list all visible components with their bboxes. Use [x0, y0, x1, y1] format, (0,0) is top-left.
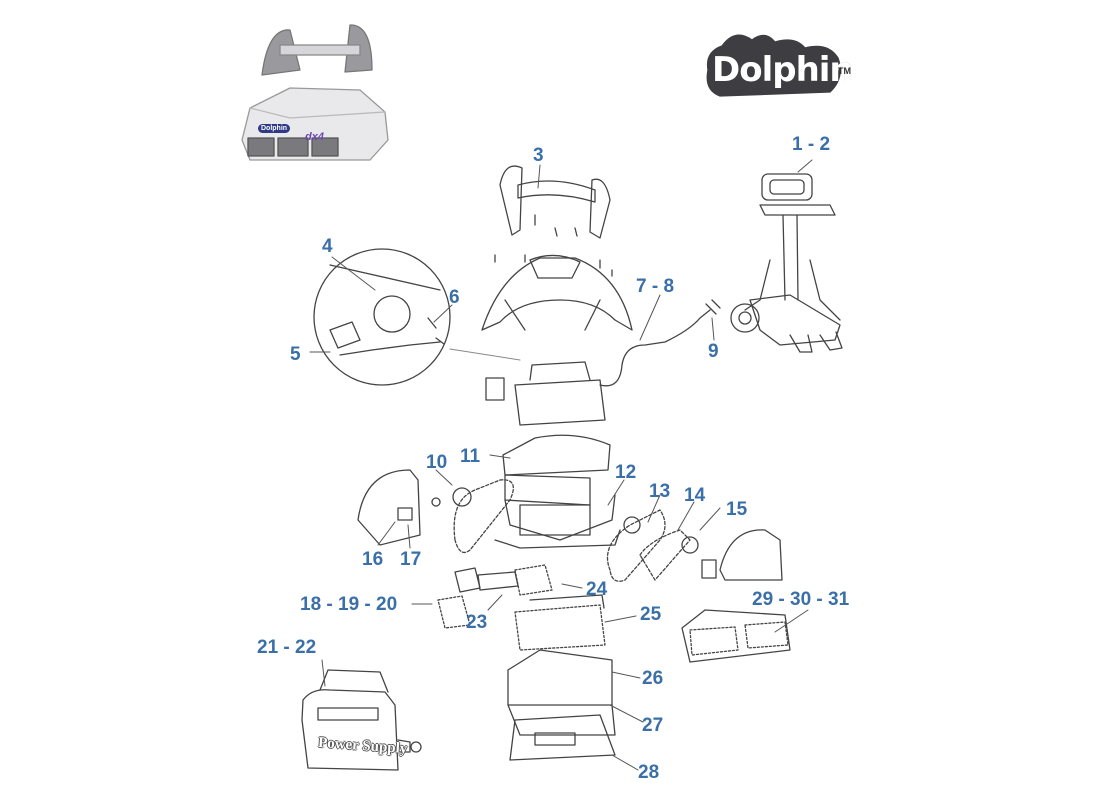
callout-27: 27 — [642, 715, 664, 736]
callout-17: 17 — [400, 549, 422, 570]
brand-wordmark: Dolphin — [712, 50, 854, 90]
callout-5: 5 — [290, 344, 301, 365]
left-side-plate — [357, 469, 441, 546]
callout-18-19-20: 18 - 19 - 20 — [300, 594, 398, 615]
brush-parts — [437, 564, 553, 629]
callout-10: 10 — [426, 452, 448, 473]
motor-unit — [485, 361, 606, 426]
callout-4: 4 — [322, 236, 333, 257]
callout-28: 28 — [638, 762, 660, 783]
callout-15: 15 — [726, 499, 748, 520]
left-track — [452, 479, 514, 554]
callout-21-22: 21 - 22 — [257, 637, 317, 658]
callout-29-30-31: 29 - 30 - 31 — [752, 589, 850, 610]
callout-7-8: 7 - 8 — [636, 276, 675, 297]
product-photo — [241, 24, 389, 161]
product-model-label: dx4 — [305, 131, 324, 143]
dolphin-logo — [706, 34, 841, 97]
callout-12: 12 — [615, 462, 637, 483]
callout-11: 11 — [460, 446, 481, 467]
right-track — [606, 509, 699, 582]
caddy-cart — [730, 173, 843, 353]
bottom-plate — [509, 714, 616, 761]
filter-basket — [514, 594, 606, 651]
top-cover — [481, 254, 633, 331]
callout-6: 6 — [449, 287, 460, 308]
power-cable — [599, 299, 721, 387]
callout-9: 9 — [708, 341, 719, 362]
leader-lines — [309, 159, 813, 771]
callout-14: 14 — [684, 485, 706, 506]
callout-13: 13 — [649, 481, 671, 502]
callout-3: 3 — [533, 145, 544, 166]
filter-cover — [507, 649, 616, 736]
callout-25: 25 — [640, 604, 662, 625]
chassis — [494, 434, 621, 549]
callout-26: 26 — [642, 668, 664, 689]
filter-panels — [681, 609, 791, 663]
callout-23: 23 — [466, 612, 488, 633]
right-side-plate — [701, 529, 783, 581]
product-brand-badge: Dolphin — [258, 124, 291, 133]
callout-24: 24 — [586, 579, 608, 600]
brand-trademark: TM — [838, 66, 851, 76]
detail-inset — [313, 248, 521, 386]
handle-part — [499, 165, 611, 239]
callout-16: 16 — [362, 549, 384, 570]
callout-1-2: 1 - 2 — [792, 134, 831, 155]
